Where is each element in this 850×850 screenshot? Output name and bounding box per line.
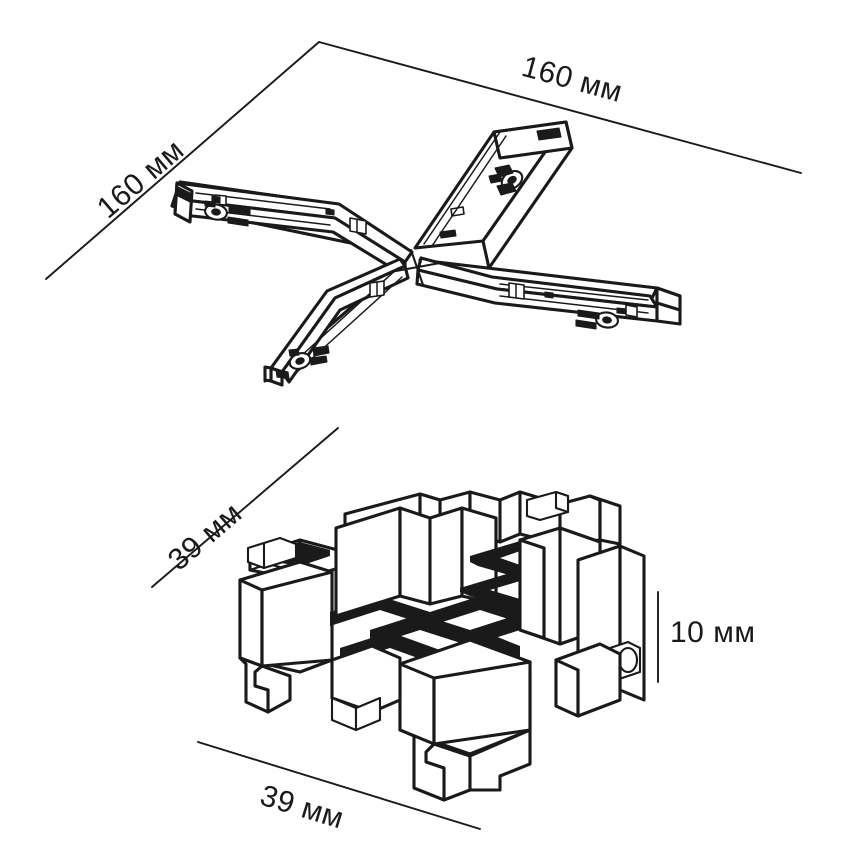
x-connector-overall (170, 120, 682, 387)
dimension-line-width-bottom (197, 741, 481, 830)
dimension-line-depth-top-left (45, 41, 320, 280)
x-connector-detail (238, 490, 646, 802)
dimension-line-depth-bottom-left (151, 427, 339, 588)
dimension-label-height-right: 10 мм (670, 616, 756, 649)
dimension-line-width-top-right (318, 41, 802, 174)
